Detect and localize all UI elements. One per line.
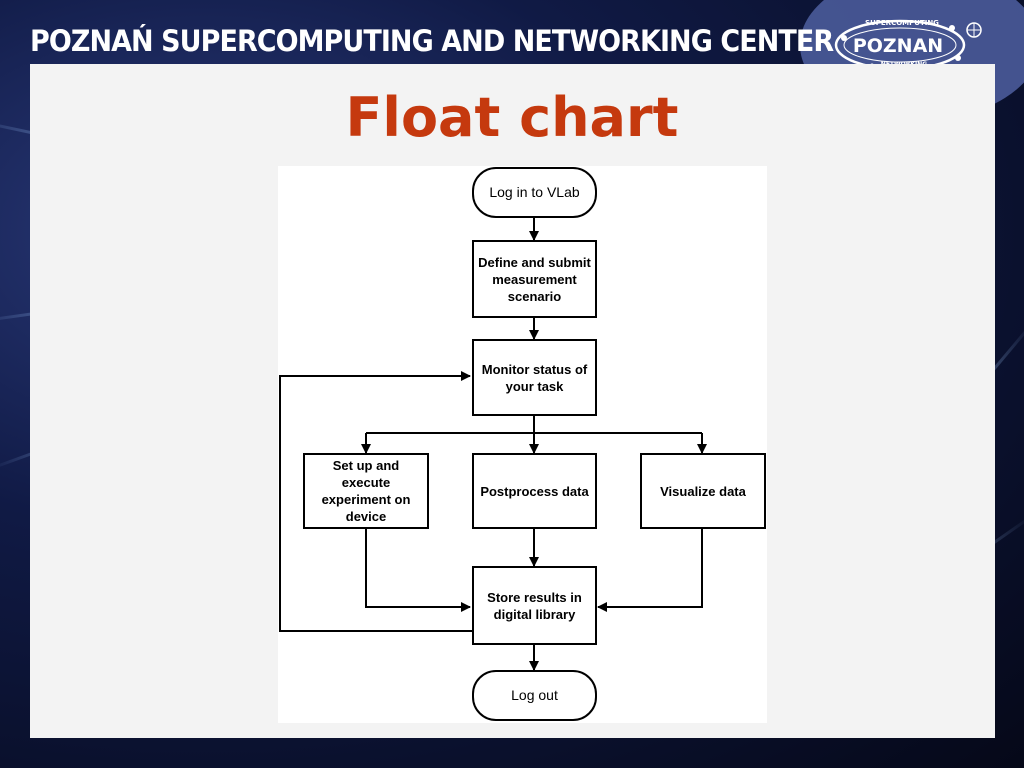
- flowchart-connectors: [279, 217, 707, 671]
- node-setup-experiment: Set up and execute experiment on device: [303, 453, 429, 529]
- node-visualize: Visualize data: [640, 453, 766, 529]
- arrow-setup-to-store: [365, 528, 471, 612]
- logo-ring-top-text: SUPERCOMPUTING: [865, 19, 939, 27]
- node-login: Log in to VLab: [472, 167, 597, 218]
- node-logout: Log out: [472, 670, 597, 721]
- arrow-store-loop-to-monitor: [279, 371, 472, 632]
- node-monitor-status: Monitor status of your task: [472, 339, 597, 416]
- logo-text: POZNAN: [853, 35, 943, 57]
- arrow-visualize-to-store: [597, 528, 703, 612]
- node-postprocess: Postprocess data: [472, 453, 597, 529]
- node-store-results: Store results in digital library: [472, 566, 597, 645]
- flowchart-panel: Log in to VLab Define and submit measure…: [278, 166, 767, 723]
- organization-name: POZNAŃ SUPERCOMPUTING AND NETWORKING CEN…: [30, 24, 834, 58]
- node-define-scenario: Define and submit measurement scenario: [472, 240, 597, 318]
- slide-title: Float chart: [345, 86, 679, 149]
